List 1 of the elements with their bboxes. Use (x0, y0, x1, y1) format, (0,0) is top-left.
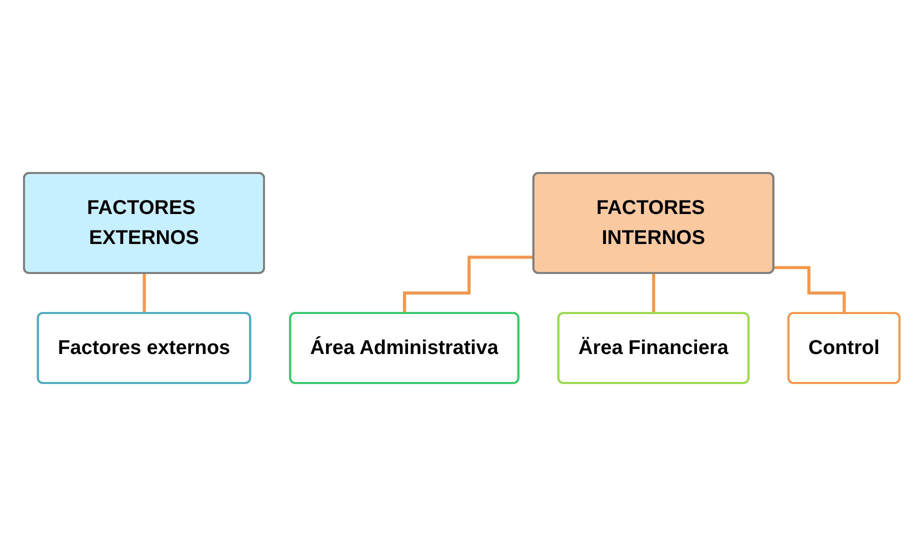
connector (402, 255, 534, 314)
